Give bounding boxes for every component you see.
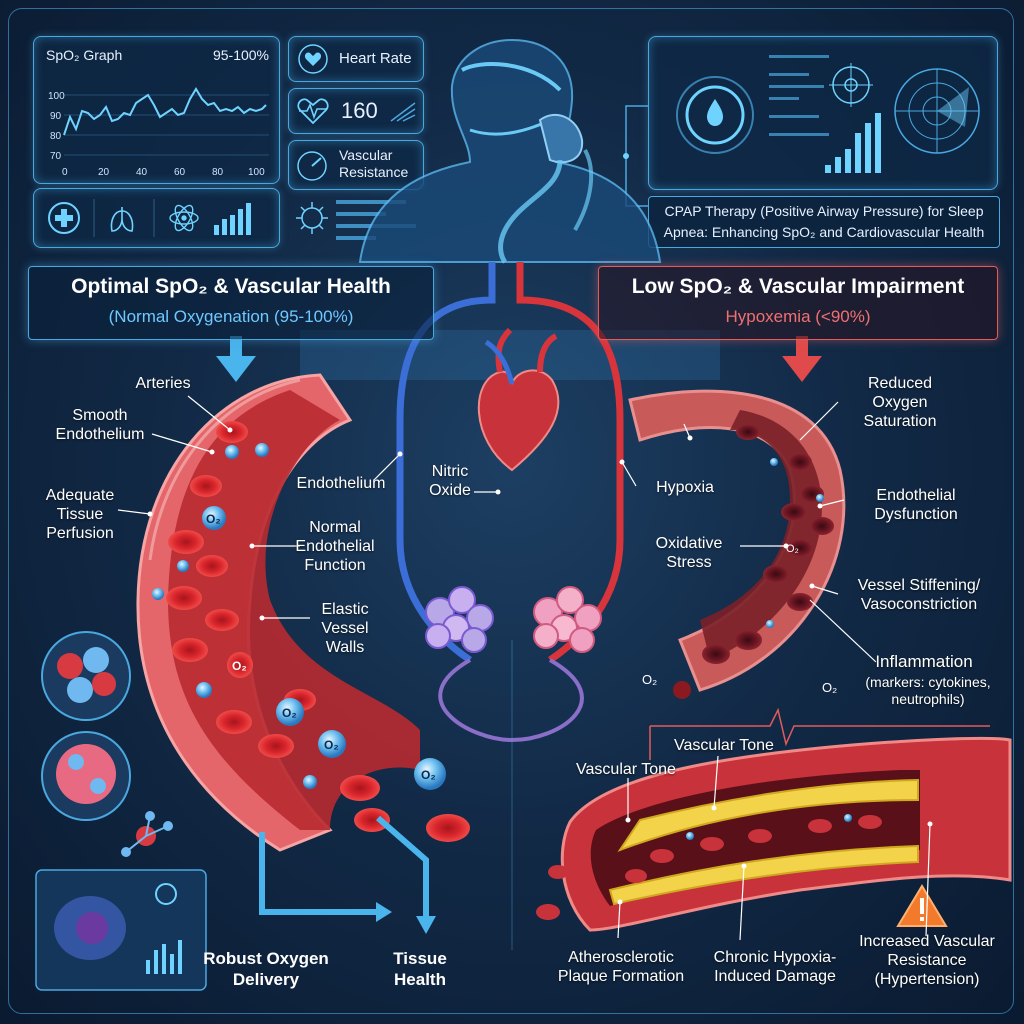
y-tick: 80: [50, 131, 62, 142]
label-reduced-saturation: Reduced Oxygen Saturation: [863, 375, 937, 430]
gauge-icon: [297, 151, 327, 181]
label-elastic-walls: Elastic Vessel Walls: [321, 601, 369, 656]
patient-silhouette: [358, 38, 662, 264]
compass-icon: [829, 63, 873, 107]
label-tissue-health: Tissue Health: [393, 949, 447, 989]
atom-icon: [169, 204, 199, 232]
x-tick: 20: [98, 167, 110, 178]
droplet-target-icon: [676, 76, 754, 154]
label-endothelium: Endothelium: [296, 475, 386, 492]
label-smooth-endothelium: Smooth Endothelium: [55, 407, 145, 443]
spo2-graph-panel: SpO₂ Graph 95-100% 100 90 80 70 0 20 40 …: [33, 36, 280, 184]
label-plaque: Atherosclerotic Plaque Formation: [557, 949, 685, 985]
label-stiffening: Vessel Stiffening/ Vasoconstriction: [857, 577, 981, 613]
signal-bars-icon: [390, 102, 416, 122]
virus-icon: [296, 202, 328, 234]
x-tick: 60: [174, 167, 186, 178]
x-tick: 40: [136, 167, 148, 178]
vascular-resistance-panel: Vascular Resistance: [288, 140, 424, 190]
o2-marker: O₂: [232, 659, 247, 673]
left-title: Optimal SpO₂ & Vascular Health: [71, 275, 391, 298]
left-subtitle: (Normal Oxygenation (95-100%): [108, 307, 354, 326]
left-heading-box: Optimal SpO₂ & Vascular Health (Normal O…: [28, 266, 434, 340]
dark-red-blood-cells: [673, 424, 834, 699]
heart-rate-panel: Heart Rate: [288, 36, 424, 82]
o2-marker: O₂: [822, 680, 837, 695]
label-inflammation: Inflammation: [875, 652, 973, 671]
flow-arrows: [259, 815, 429, 918]
label-nitric-oxide: Nitric Oxide: [429, 463, 471, 499]
label-normal-function: Normal Endothelial Function: [295, 519, 375, 574]
radar-icon: [894, 68, 980, 154]
cpap-caption: CPAP Therapy (Positive Airway Pressure) …: [648, 196, 1000, 248]
medical-cross-icon: [48, 202, 80, 234]
label-vascular-tone-1: Vascular Tone: [674, 737, 774, 754]
o2-marker: O₂: [282, 706, 297, 720]
red-blood-cells: [166, 421, 470, 842]
x-tick: 100: [248, 167, 265, 178]
cpap-dashboard-panel: [648, 36, 998, 190]
warning-icon: [896, 884, 948, 927]
molecule-panels: [41, 631, 173, 857]
label-oxidative-stress: Oxidative Stress: [655, 535, 723, 571]
o2-marker: O₂: [642, 672, 657, 687]
label-robust-oxygen-delivery: Robust Oxygen Delivery: [203, 949, 329, 989]
right-title: Low SpO₂ & Vascular Impairment: [631, 275, 965, 298]
heart-rate-value: 160: [341, 98, 378, 123]
oxygen-bubbles: [152, 443, 446, 790]
o2-marker: O₂: [206, 512, 221, 526]
spo2-graph-range: 95-100%: [212, 47, 269, 63]
icon-strip-panel: [33, 188, 280, 248]
right-subtitle: Hypoxemia (<90%): [725, 307, 871, 326]
y-tick: 100: [48, 91, 65, 102]
label-hypoxia: Hypoxia: [656, 479, 714, 496]
label-endothelial-dysfunction: Endothelial Dysfunction: [874, 487, 958, 523]
spo2-graph-title: SpO₂ Graph: [46, 47, 123, 63]
y-tick: 90: [50, 111, 62, 122]
label-increased-resistance: Increased Vascular Resistance (Hypertens…: [859, 933, 995, 988]
label-arteries: Arteries: [135, 375, 191, 392]
lungs-icon: [110, 207, 134, 232]
alveoli-left: [425, 586, 494, 653]
spo2-graph-plot: 100 90 80 70 0 20 40 60 80 100: [48, 87, 269, 178]
o2-marker: O₂: [421, 768, 436, 782]
heart-rate-label: Heart Rate: [339, 50, 412, 67]
right-heading-box: Low SpO₂ & Vascular Impairment Hypoxemia…: [598, 266, 998, 340]
o2-marker: O₂: [324, 738, 339, 752]
o2-marker: O₂: [786, 543, 799, 555]
label-inflammation-markers: (markers: cytokines, neutrophils): [865, 674, 991, 707]
plaque-vessel: [536, 736, 1012, 932]
heart-organ: [477, 327, 560, 472]
dashboard-bar-chart-icon: [825, 113, 881, 173]
label-chronic-damage: Chronic Hypoxia-Induced Damage: [713, 949, 837, 985]
cell-image-panel: [35, 869, 207, 991]
alveoli-right: [533, 586, 602, 653]
vascular-resistance-label: Vascular Resistance: [339, 147, 409, 180]
label-adequate-perfusion: Adequate Tissue Perfusion: [45, 487, 115, 542]
bar-chart-icon: [214, 203, 251, 235]
heart-rate-value-panel: 160: [288, 88, 424, 134]
x-tick: 0: [62, 167, 68, 178]
heart-icon: [298, 44, 328, 74]
x-tick: 80: [212, 167, 224, 178]
heartbeat-icon: [297, 98, 329, 125]
y-tick: 70: [50, 151, 62, 162]
label-vascular-tone-2: Vascular Tone: [576, 761, 676, 778]
